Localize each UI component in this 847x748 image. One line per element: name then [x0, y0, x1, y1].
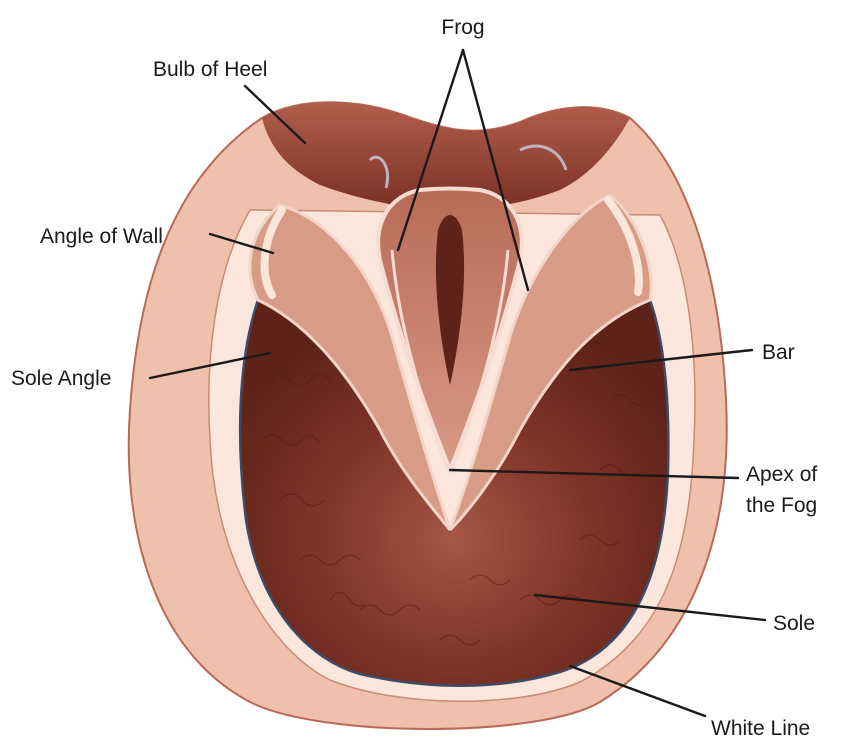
label-white-line: White Line	[711, 717, 810, 740]
label-frog: Frog	[441, 16, 484, 39]
label-bar: Bar	[762, 341, 795, 364]
label-apex-line2: the Fog	[746, 494, 817, 517]
label-apex-line1: Apex of	[746, 463, 817, 486]
label-sole: Sole	[773, 612, 815, 635]
label-angle-of-wall: Angle of Wall	[40, 225, 163, 248]
label-sole-angle: Sole Angle	[11, 367, 111, 390]
label-bulb-of-heel: Bulb of Heel	[153, 58, 267, 81]
